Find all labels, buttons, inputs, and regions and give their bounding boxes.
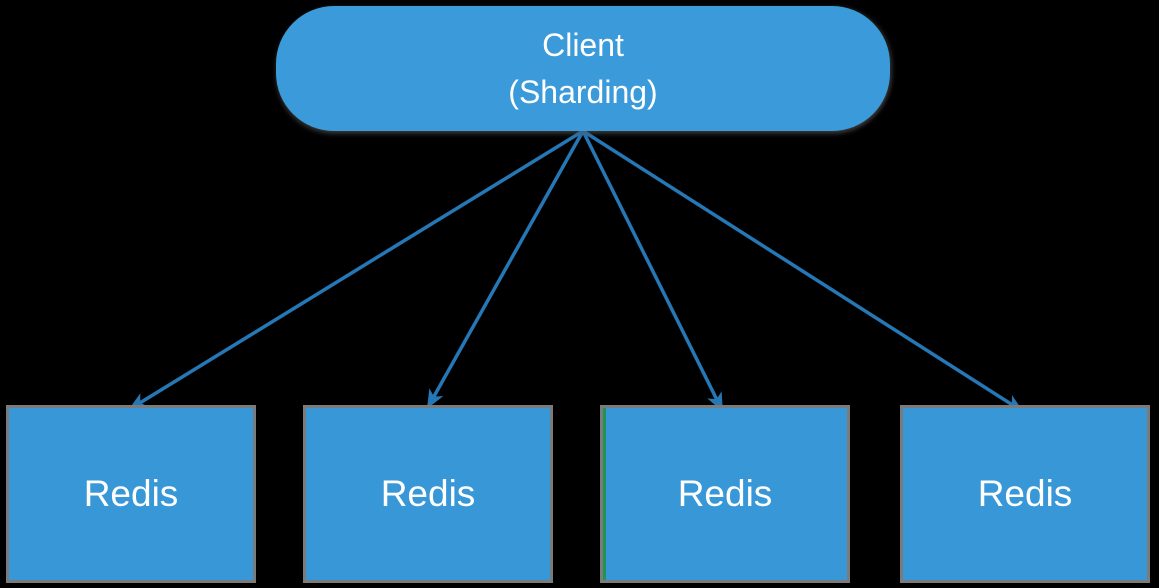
node-redis-3: Redis xyxy=(600,405,850,583)
redis-1-label: Redis xyxy=(83,473,179,514)
node-redis-1: Redis xyxy=(6,405,256,583)
client-label-line2: (Sharding) xyxy=(508,73,658,110)
node-redis-4: Redis xyxy=(900,405,1150,583)
edge-client-redis-1 xyxy=(128,129,584,411)
redis-4-label: Redis xyxy=(977,473,1073,514)
edge-client-redis-4 xyxy=(582,129,1024,413)
node-redis-2: Redis xyxy=(303,405,553,583)
edge-client-redis-3 xyxy=(581,130,724,412)
redis-3-label: Redis xyxy=(677,473,773,514)
edge-client-redis-2 xyxy=(426,130,585,409)
redis-2-label: Redis xyxy=(380,473,476,514)
node-client: Client (Sharding) xyxy=(276,6,890,131)
client-label-line1: Client xyxy=(542,26,624,63)
